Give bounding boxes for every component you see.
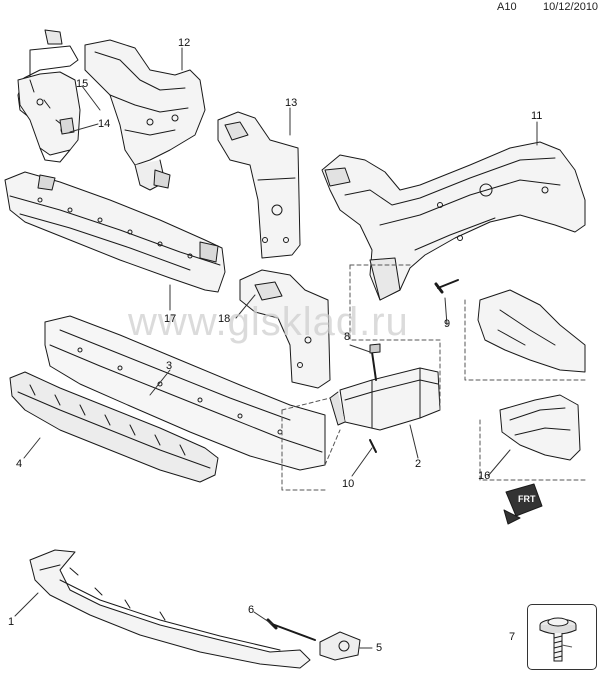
callout-16: 16 bbox=[478, 470, 491, 482]
part-17-cross-member bbox=[4, 171, 226, 293]
part-1-lower-deflector bbox=[29, 549, 311, 669]
assembly-dashed-lines bbox=[281, 264, 586, 491]
part-12-upper-rail bbox=[84, 39, 206, 191]
callout-3: 3 bbox=[166, 360, 173, 372]
part-3-bumper-beam bbox=[44, 315, 326, 471]
screw-icon bbox=[539, 617, 577, 662]
callout-12: 12 bbox=[178, 37, 191, 49]
callout-4: 4 bbox=[16, 458, 23, 470]
callout-leader-lines bbox=[14, 47, 538, 649]
part-11-main-rail bbox=[321, 141, 586, 301]
part-18-lower-bracket bbox=[239, 269, 331, 389]
callout-7: 7 bbox=[509, 631, 516, 643]
frt-arrow-icon bbox=[503, 483, 543, 525]
part-15-left-upper-bracket bbox=[17, 29, 81, 163]
page-code: A10 bbox=[497, 1, 517, 13]
part-9-bolt bbox=[434, 279, 459, 294]
part-5-mount bbox=[319, 631, 361, 661]
diagram-date: 10/12/2010 bbox=[543, 1, 599, 13]
upper-wheelhouse-shield bbox=[477, 289, 586, 373]
callout-11: 11 bbox=[531, 110, 543, 122]
part-13-side-bracket bbox=[217, 111, 301, 259]
callout-9: 9 bbox=[444, 318, 451, 330]
part-6-bolt bbox=[266, 618, 316, 641]
callout-10: 10 bbox=[342, 478, 355, 490]
frt-label: FRT bbox=[518, 494, 536, 504]
part-4-energy-absorber bbox=[9, 371, 219, 483]
fastener-inset-box bbox=[527, 604, 597, 670]
callout-6: 6 bbox=[248, 604, 255, 616]
callout-8: 8 bbox=[344, 331, 351, 343]
callout-5: 5 bbox=[376, 642, 383, 654]
callout-1: 1 bbox=[8, 616, 15, 628]
part-16-lower-shield bbox=[499, 394, 581, 461]
callout-14: 14 bbox=[98, 118, 111, 130]
part-2-crash-box bbox=[329, 343, 441, 453]
callout-13: 13 bbox=[285, 97, 298, 109]
callout-2: 2 bbox=[415, 458, 422, 470]
callout-18: 18 bbox=[218, 313, 231, 325]
callout-15: 15 bbox=[76, 78, 89, 90]
callout-17: 17 bbox=[164, 313, 177, 325]
